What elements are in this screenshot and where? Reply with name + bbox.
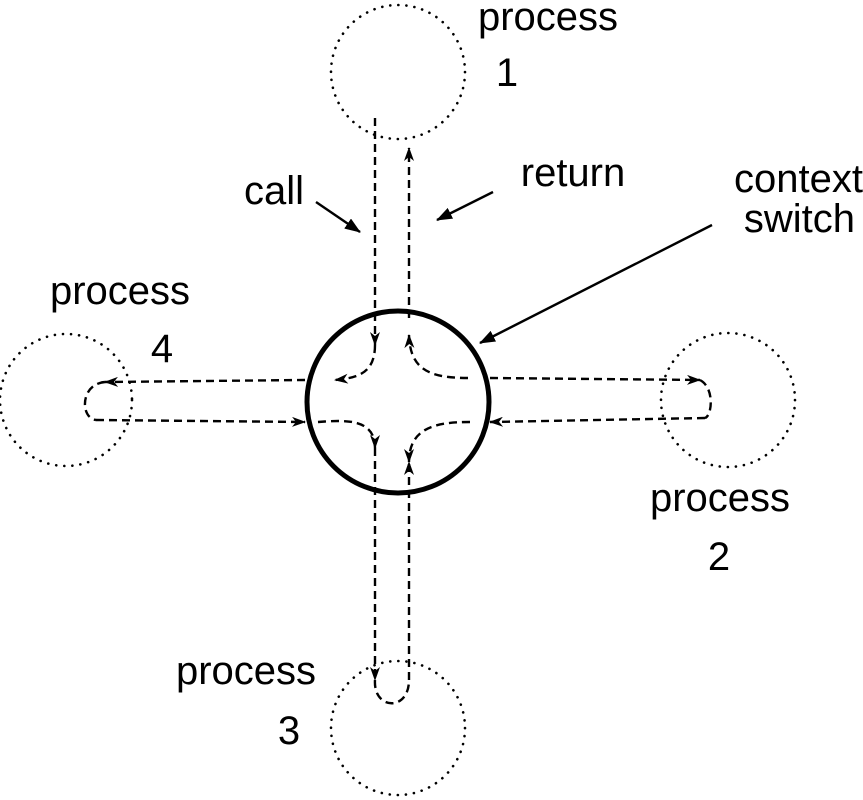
return-path-process-2 xyxy=(489,374,701,385)
process-2-number: 2 xyxy=(708,535,730,579)
call-label: call xyxy=(244,169,304,213)
context-switch-circle xyxy=(304,308,492,496)
loop-process-2 xyxy=(699,378,712,420)
loop-process-3 xyxy=(373,679,411,705)
loop-process-4 xyxy=(83,380,106,422)
call-path-process-2 xyxy=(489,416,706,427)
switch-curve-top-left xyxy=(334,344,377,384)
process-4-label: process xyxy=(50,269,190,313)
return-pointer-arrow xyxy=(436,190,494,222)
process-3-number: 3 xyxy=(278,709,300,753)
return-path-process-4 xyxy=(95,416,306,427)
process-2-circle xyxy=(659,331,797,469)
call-pointer-arrow xyxy=(315,201,361,233)
context-switch-pointer-arrow xyxy=(479,223,713,345)
process-4-number: 4 xyxy=(151,327,173,371)
process-1-circle xyxy=(329,3,467,141)
process-3-label: process xyxy=(176,649,316,693)
process-4-circle xyxy=(0,332,134,468)
switch-curve-bottom-right xyxy=(404,420,471,463)
switch-curve-bottom-left xyxy=(317,419,380,449)
return-label: return xyxy=(521,151,626,195)
process-3-circle xyxy=(329,659,467,797)
context-switch-label-line2: switch xyxy=(744,197,855,241)
process-1-label: process xyxy=(478,0,618,39)
switch-curve-top-right xyxy=(404,334,469,380)
process-1-number: 1 xyxy=(496,51,518,95)
context-switch-label-line1: context xyxy=(734,157,863,201)
call-path-process-4 xyxy=(104,376,306,387)
process-2-label: process xyxy=(650,476,790,520)
